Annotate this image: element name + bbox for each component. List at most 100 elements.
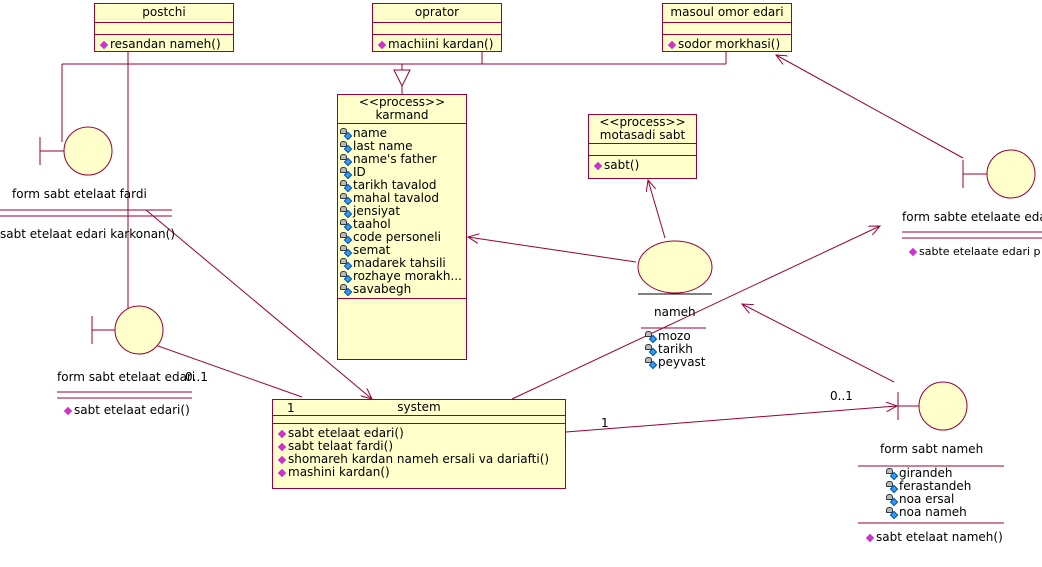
attribute: madarek tahsili xyxy=(353,257,446,270)
boundary-fardi-operation: sabt etelaat edari karkonan() xyxy=(0,227,176,241)
attribute-icon xyxy=(886,480,899,493)
attribute-icon xyxy=(340,218,353,231)
assoc-multiplicity-right: 0..1 xyxy=(830,389,853,403)
operation-row: sabt etelaat edari() xyxy=(276,427,563,440)
attribute-icon xyxy=(340,166,353,179)
boundary-edari-name[interactable]: form sabt etelaat edari xyxy=(57,370,196,384)
multiplicity-label: 1 xyxy=(287,401,295,415)
operation-row: resandan nameh() xyxy=(98,38,231,51)
boundary-sabte-edari-icon xyxy=(962,149,1036,199)
gen-triangle-icon xyxy=(393,69,411,88)
operation-icon xyxy=(667,40,677,49)
attribute-icon xyxy=(645,330,658,343)
operation-icon xyxy=(99,40,109,49)
attribute-icon xyxy=(340,127,353,140)
attribute-icon xyxy=(886,493,899,506)
class-stereotype: <<process>> xyxy=(599,115,686,129)
operation-row: mashini kardan() xyxy=(276,466,563,479)
attribute-icon xyxy=(340,205,353,218)
attribute: savabegh xyxy=(353,283,412,296)
attribute-icon xyxy=(886,467,899,480)
operation-icon xyxy=(377,40,387,49)
attribute: tarikh xyxy=(658,343,693,356)
attribute: taahol xyxy=(353,218,391,231)
assoc-nameh-motasadi xyxy=(648,180,666,239)
attribute-icon xyxy=(340,283,353,296)
class-name: system xyxy=(397,400,441,414)
attribute: girandeh xyxy=(899,467,953,480)
attribute-icon xyxy=(340,231,353,244)
attribute-icon xyxy=(340,140,353,153)
operation-row: sabt etelaat edari() xyxy=(62,404,190,417)
operation-icon xyxy=(277,429,287,438)
assoc-nameh-karmand xyxy=(468,237,637,263)
attribute-icon xyxy=(340,153,353,166)
class-name: oprator xyxy=(373,4,501,23)
assoc-multiplicity-left: 1 xyxy=(601,416,609,430)
operation-icon xyxy=(593,161,603,170)
class-name: motasadi sabt xyxy=(599,128,686,142)
assoc-sabte-edari-masoul xyxy=(776,55,964,159)
attribute-icon xyxy=(340,179,353,192)
attribute-icon xyxy=(340,270,353,283)
attribute: semat xyxy=(353,244,391,257)
attribute-icon xyxy=(340,257,353,270)
boundary-nameh-name[interactable]: form sabt nameh xyxy=(880,442,984,456)
operations-compartment xyxy=(338,299,466,304)
class-name: postchi xyxy=(95,4,233,23)
boundary-fardi-icon xyxy=(39,126,113,176)
attribute: code personeli xyxy=(353,231,441,244)
operation-row: sodor morkhasi() xyxy=(666,38,789,51)
attribute-icon xyxy=(645,356,658,369)
attribute: ferastandeh xyxy=(899,480,972,493)
attribute-icon xyxy=(886,506,899,519)
attributes-compartment: name last name name's father ID tarikh t… xyxy=(338,124,466,299)
boundary-fardi-name[interactable]: form sabt etelaat fardi xyxy=(12,187,147,201)
operation-row: sabt etelaat nameh() xyxy=(864,531,1003,544)
boundary-sabte-edari-name[interactable]: form sabte etelaate edari xyxy=(902,210,1042,224)
operation-icon xyxy=(908,247,918,256)
operation-icon xyxy=(277,468,287,477)
boundary-edari-icon xyxy=(91,305,164,355)
attribute-icon xyxy=(340,192,353,205)
class-stereotype: <<process>> xyxy=(358,95,446,109)
attributes-compartment xyxy=(95,23,233,35)
attribute: last name xyxy=(353,140,413,153)
entity-nameh-name[interactable]: nameh xyxy=(654,305,696,319)
operation-row: shomareh kardan nameh ersali va dariafti… xyxy=(276,453,563,466)
class-name: masoul omor edari xyxy=(663,4,791,23)
operation-row: sabt() xyxy=(592,159,694,172)
attributes-compartment xyxy=(663,23,791,35)
attribute: noa nameh xyxy=(899,506,967,519)
operation-icon xyxy=(865,533,875,542)
attributes-compartment xyxy=(373,23,501,35)
class-motasadi-sabt[interactable]: <<process>> motasadi sabt sabt() xyxy=(588,114,697,179)
boundary-edari-multiplicity: 0..1 xyxy=(185,370,208,384)
class-name: karmand xyxy=(375,108,429,122)
operation-row: sabt telaat fardi() xyxy=(276,440,563,453)
attribute: mahal tavalod xyxy=(353,192,439,205)
class-oprator[interactable]: oprator machiini kardan() xyxy=(372,3,502,52)
operation-icon xyxy=(277,442,287,451)
assoc-system-sabte-edari xyxy=(511,226,880,400)
attribute: name's father xyxy=(353,153,437,166)
attribute: tarikh tavalod xyxy=(353,179,437,192)
attribute: name xyxy=(353,127,388,140)
class-masoul-omor-edari[interactable]: masoul omor edari sodor morkhasi() xyxy=(662,3,792,52)
attribute: mozo xyxy=(658,330,691,343)
operation-row: sabte etelaate edari p xyxy=(907,245,1042,258)
attribute: rozhaye morakh... xyxy=(353,270,462,283)
operation-row: machiini kardan() xyxy=(376,38,499,51)
operation-icon xyxy=(63,406,73,415)
assoc-system-nameh-form xyxy=(565,406,897,433)
attribute: jensiyat xyxy=(353,205,401,218)
operation-icon xyxy=(277,455,287,464)
class-postchi[interactable]: postchi resandan nameh() xyxy=(94,3,234,52)
assoc-nameh-form-nameh xyxy=(742,304,895,383)
class-system[interactable]: 1 system sabt etelaat edari() sabt telaa… xyxy=(272,399,566,489)
attribute-icon xyxy=(340,244,353,257)
class-karmand[interactable]: <<process>> karmand name last name name'… xyxy=(337,94,467,360)
attribute-icon xyxy=(645,343,658,356)
attribute: peyvast xyxy=(658,356,706,369)
